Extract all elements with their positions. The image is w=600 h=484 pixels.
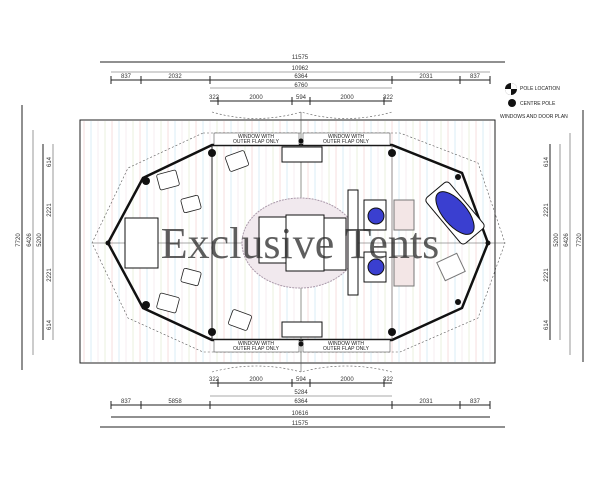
svg-text:WINDOW WITH: WINDOW WITH bbox=[238, 341, 274, 347]
dim-top-inner-4: 2000 bbox=[340, 95, 354, 101]
window-bottom-left: WINDOW WITH OUTER FLAP ONLY bbox=[213, 339, 300, 353]
dim-top-seg-4: 2031 bbox=[419, 74, 433, 80]
bottom-dimensions: 322 2000 594 2000 322 5284 837 5858 6364… bbox=[100, 365, 505, 428]
svg-text:WINDOW WITH: WINDOW WITH bbox=[328, 341, 364, 347]
svg-text:OUTER FLAP ONLY: OUTER FLAP ONLY bbox=[323, 346, 370, 352]
dim-bottom-second: 10616 bbox=[292, 411, 309, 417]
svg-text:WINDOW WITH: WINDOW WITH bbox=[328, 134, 364, 140]
legend: POLE LOCATION CENTRE POLE WINDOWS AND DO… bbox=[500, 83, 568, 120]
dim-bottom-seg-3: 6364 bbox=[294, 399, 308, 405]
svg-text:2221: 2221 bbox=[544, 268, 550, 282]
right-dimensions: 7720 6426 5200 614 2221 2221 614 bbox=[544, 110, 584, 362]
lounge-sofa bbox=[124, 217, 159, 269]
dim-top-overall: 11575 bbox=[292, 55, 309, 61]
dim-top-seg-3: 6364 bbox=[294, 74, 308, 80]
pole-markers bbox=[105, 138, 491, 347]
svg-text:2221: 2221 bbox=[47, 268, 53, 282]
chairs bbox=[156, 150, 252, 331]
dresser-bottom bbox=[281, 321, 323, 338]
svg-text:2221: 2221 bbox=[47, 203, 53, 217]
basin-icon bbox=[367, 207, 385, 225]
top-dimensions: 11575 10962 837 2032 6364 2031 837 6760 … bbox=[100, 55, 505, 119]
svg-text:OUTER FLAP ONLY: OUTER FLAP ONLY bbox=[323, 139, 370, 145]
svg-text:2221: 2221 bbox=[544, 203, 550, 217]
dim-bottom-overall: 11575 bbox=[292, 421, 309, 427]
toilet bbox=[436, 252, 466, 282]
dim-top-inner-1: 322 bbox=[209, 95, 220, 101]
dresser-top bbox=[281, 146, 323, 163]
plan-border bbox=[79, 119, 496, 364]
svg-text:OUTER FLAP ONLY: OUTER FLAP ONLY bbox=[233, 139, 280, 145]
dim-bottom-inner-1: 322 bbox=[209, 377, 220, 383]
window-top-left: WINDOW WITH OUTER FLAP ONLY bbox=[213, 132, 300, 146]
bathtub bbox=[425, 181, 485, 245]
svg-text:7720: 7720 bbox=[577, 233, 583, 247]
legend-item-1: POLE LOCATION bbox=[520, 86, 560, 92]
dim-top-inner-total: 6760 bbox=[294, 83, 308, 89]
dim-bottom-seg-1: 837 bbox=[121, 399, 132, 405]
dim-bottom-inner-total: 5284 bbox=[294, 390, 308, 396]
dim-bottom-inner-4: 2000 bbox=[340, 377, 354, 383]
svg-text:5200: 5200 bbox=[554, 233, 560, 247]
dim-bottom-inner-5: 322 bbox=[383, 377, 394, 383]
watermark: Exclusive Tents bbox=[161, 219, 439, 268]
towel-rack bbox=[393, 199, 415, 231]
headboard bbox=[323, 217, 347, 271]
svg-text:OUTER FLAP ONLY: OUTER FLAP ONLY bbox=[233, 346, 280, 352]
svg-text:7720: 7720 bbox=[16, 233, 22, 247]
partition bbox=[347, 189, 359, 296]
basin-icon bbox=[367, 258, 385, 276]
towel-rack bbox=[393, 255, 415, 287]
dim-top-seg-1: 837 bbox=[121, 74, 132, 80]
fly-outline bbox=[91, 132, 506, 353]
dim-top-seg-2: 2032 bbox=[168, 74, 182, 80]
dim-top-second: 10962 bbox=[292, 66, 309, 72]
dim-top-inner-3: 594 bbox=[296, 95, 307, 101]
left-dimensions: 7720 6426 5200 614 2221 2221 614 bbox=[16, 105, 54, 370]
bed bbox=[285, 214, 325, 272]
dim-bottom-inner-3: 594 bbox=[296, 377, 307, 383]
window-top-right: WINDOW WITH OUTER FLAP ONLY bbox=[302, 132, 391, 146]
svg-text:614: 614 bbox=[544, 319, 550, 330]
legend-item-2: CENTRE POLE bbox=[520, 101, 556, 107]
dim-bottom-seg-4: 2031 bbox=[419, 399, 433, 405]
svg-text:5200: 5200 bbox=[37, 233, 43, 247]
dim-top-seg-5: 837 bbox=[470, 74, 481, 80]
svg-text:614: 614 bbox=[544, 156, 550, 167]
window-bottom-right: WINDOW WITH OUTER FLAP ONLY bbox=[302, 339, 391, 353]
svg-text:614: 614 bbox=[47, 156, 53, 167]
svg-text:6426: 6426 bbox=[564, 233, 570, 247]
dim-top-inner-2: 2000 bbox=[249, 95, 263, 101]
bedside-table bbox=[258, 216, 287, 264]
svg-text:614: 614 bbox=[47, 319, 53, 330]
dim-bottom-inner-2: 2000 bbox=[249, 377, 263, 383]
dim-bottom-seg-2: 5858 bbox=[168, 399, 182, 405]
svg-text:WINDOW WITH: WINDOW WITH bbox=[238, 134, 274, 140]
legend-title: WINDOWS AND DOOR PLAN bbox=[500, 114, 568, 120]
svg-text:6426: 6426 bbox=[27, 233, 33, 247]
dim-top-inner-5: 322 bbox=[383, 95, 394, 101]
dim-bottom-seg-5: 837 bbox=[470, 399, 481, 405]
